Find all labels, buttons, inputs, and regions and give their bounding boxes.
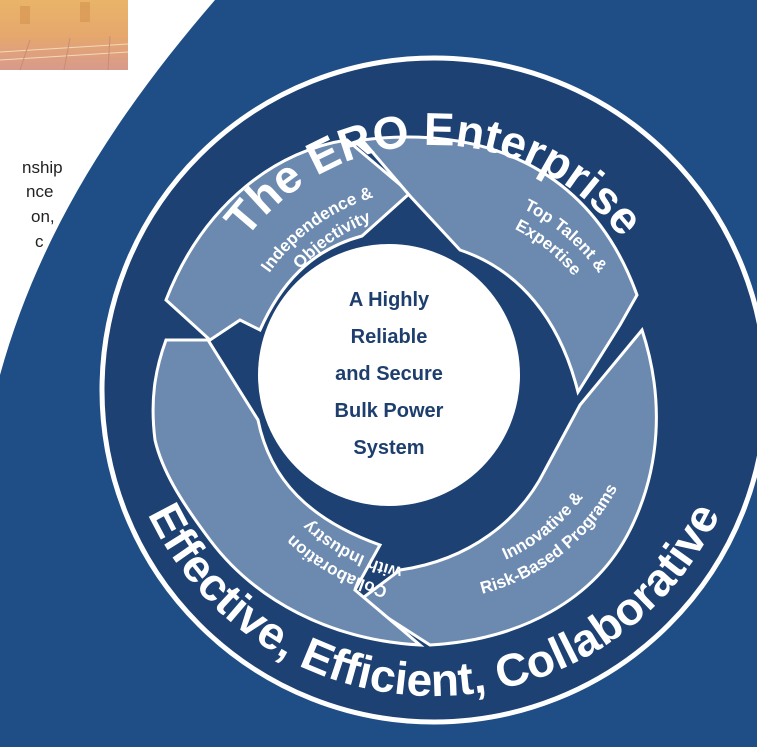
center-line-5: System [353,437,424,459]
segment-collaboration-industry [151,338,425,647]
side-text-line-1: nship [22,158,63,177]
center-line-2: Reliable [351,326,428,348]
side-text-line-4: c [35,232,44,251]
segment-innovative-risk-based [357,326,658,647]
segment-independence-objectivity [164,138,413,342]
side-text-line-2: nce [26,182,53,201]
left-white-panel [0,0,215,375]
solar-panel-photo [0,0,128,70]
segment-top-talent-expertise [359,135,639,396]
center-line-1: A Highly [349,289,430,311]
center-line-4: Bulk Power [335,400,444,422]
center-label: A Highly Reliable and Secure Bulk Power … [335,289,444,459]
center-circle [258,244,520,506]
center-line-3: and Secure [335,363,443,385]
side-text-line-3: on, [31,207,55,226]
